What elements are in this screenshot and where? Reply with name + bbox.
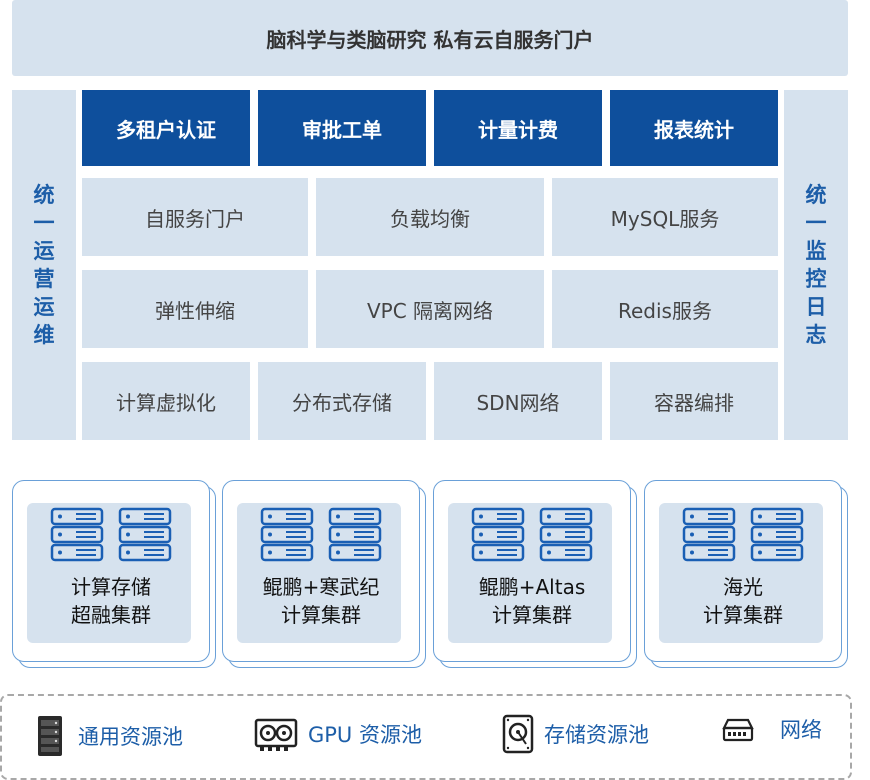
elastic-scaling-label: 弹性伸缩 bbox=[155, 298, 235, 323]
server-stack-icon bbox=[50, 507, 104, 562]
multi-tenant-auth-box: 多租户认证 bbox=[82, 90, 250, 166]
cluster-label-line1: 计算存储 bbox=[71, 575, 151, 599]
compute-virtualization-label: 计算虚拟化 bbox=[116, 390, 216, 415]
cluster-label-line2: 计算集群 bbox=[703, 603, 783, 627]
report-statistics-label: 报表统计 bbox=[654, 117, 734, 142]
elastic-scaling-box: 弹性伸缩 bbox=[82, 270, 308, 348]
mysql-service-box: MySQL服务 bbox=[552, 178, 778, 256]
cluster-label: 鲲鹏+寒武纪 计算集群 bbox=[223, 573, 419, 629]
server-icons bbox=[13, 507, 209, 565]
cluster-label-line1: 海光 bbox=[723, 575, 763, 599]
compute-virtualization-box: 计算虚拟化 bbox=[82, 362, 250, 440]
server-icons bbox=[434, 507, 630, 565]
vpc-network-label: VPC 隔离网络 bbox=[366, 298, 494, 323]
server-stack-icon bbox=[682, 507, 736, 562]
resource-pool-bar: 通用资源池 GPU 资源池 存储资源池 bbox=[0, 694, 852, 780]
portal-title-banner: 脑科学与类脑研究 私有云自服务门户 bbox=[12, 0, 848, 76]
cluster-card: 海光 计算集群 bbox=[644, 480, 850, 670]
cluster-label-line2: 计算集群 bbox=[281, 603, 361, 627]
cluster-card-front: 鲲鹏+Altas 计算集群 bbox=[433, 480, 631, 662]
cluster-label-line1: 鲲鹏+寒武纪 bbox=[262, 575, 380, 599]
server-stack-icon bbox=[260, 507, 314, 562]
container-orchestration-box: 容器编排 bbox=[610, 362, 778, 440]
network-switch-icon bbox=[722, 718, 754, 742]
storage-pool-label: 存储资源池 bbox=[544, 723, 649, 747]
gpu-pool-label: GPU 资源池 bbox=[308, 723, 422, 747]
server-stack-icon bbox=[328, 507, 382, 562]
ops-sidebar-label: 统一运营运维 bbox=[33, 183, 55, 347]
cluster-card: 鲲鹏+Altas 计算集群 bbox=[433, 480, 639, 670]
server-stack-icon bbox=[539, 507, 593, 562]
gpu-resource-pool: GPU 资源池 bbox=[254, 714, 422, 754]
server-stack-icon bbox=[471, 507, 525, 562]
general-resource-pool: 通用资源池 bbox=[32, 714, 183, 758]
cluster-label-line1: 鲲鹏+Altas bbox=[478, 575, 586, 599]
cluster-label: 鲲鹏+Altas 计算集群 bbox=[434, 573, 630, 629]
ops-sidebar: 统一运营运维 bbox=[12, 90, 76, 440]
distributed-storage-box: 分布式存储 bbox=[258, 362, 426, 440]
load-balancing-box: 负载均衡 bbox=[316, 178, 544, 256]
distributed-storage-label: 分布式存储 bbox=[292, 390, 392, 415]
redis-service-box: Redis服务 bbox=[552, 270, 778, 348]
cluster-card-front: 鲲鹏+寒武纪 计算集群 bbox=[222, 480, 420, 662]
server-stack-icon bbox=[118, 507, 172, 562]
server-icons bbox=[645, 507, 841, 565]
server-stack-icon bbox=[750, 507, 804, 562]
network-resource-pool: 网络 bbox=[722, 714, 822, 744]
cluster-label-line2: 超融集群 bbox=[71, 603, 151, 627]
cluster-card: 计算存储 超融集群 bbox=[12, 480, 218, 670]
report-statistics-box: 报表统计 bbox=[610, 90, 778, 166]
portal-title: 脑科学与类脑研究 私有云自服务门户 bbox=[266, 27, 594, 52]
server-icons bbox=[223, 507, 419, 565]
approval-ticket-label: 审批工单 bbox=[302, 117, 382, 142]
general-pool-label: 通用资源池 bbox=[78, 725, 183, 749]
container-orchestration-label: 容器编排 bbox=[654, 390, 734, 415]
metering-billing-box: 计量计费 bbox=[434, 90, 602, 166]
cluster-card: 鲲鹏+寒武纪 计算集群 bbox=[222, 480, 428, 670]
gpu-card-icon bbox=[254, 718, 298, 751]
self-service-portal-label: 自服务门户 bbox=[145, 206, 245, 231]
mysql-service-label: MySQL服务 bbox=[610, 206, 720, 231]
self-service-portal-box: 自服务门户 bbox=[82, 178, 308, 256]
rack-server-icon bbox=[38, 716, 62, 756]
storage-resource-pool: 存储资源池 bbox=[502, 714, 649, 754]
cluster-card-front: 海光 计算集群 bbox=[644, 480, 842, 662]
network-pool-label: 网络 bbox=[780, 718, 822, 742]
sdn-network-box: SDN网络 bbox=[434, 362, 602, 440]
cluster-label: 计算存储 超融集群 bbox=[13, 573, 209, 629]
load-balancing-label: 负载均衡 bbox=[390, 206, 470, 231]
redis-service-label: Redis服务 bbox=[618, 298, 712, 323]
monitoring-sidebar-label: 统一监控日志 bbox=[805, 183, 827, 347]
sdn-network-label: SDN网络 bbox=[476, 390, 560, 415]
cluster-label: 海光 计算集群 bbox=[645, 573, 841, 629]
cluster-label-line2: 计算集群 bbox=[492, 603, 572, 627]
metering-billing-label: 计量计费 bbox=[478, 117, 558, 142]
approval-ticket-box: 审批工单 bbox=[258, 90, 426, 166]
vpc-network-box: VPC 隔离网络 bbox=[316, 270, 544, 348]
monitoring-sidebar: 统一监控日志 bbox=[784, 90, 848, 440]
cluster-card-front: 计算存储 超融集群 bbox=[12, 480, 210, 662]
multi-tenant-auth-label: 多租户认证 bbox=[116, 117, 216, 142]
hard-disk-icon bbox=[502, 714, 534, 754]
